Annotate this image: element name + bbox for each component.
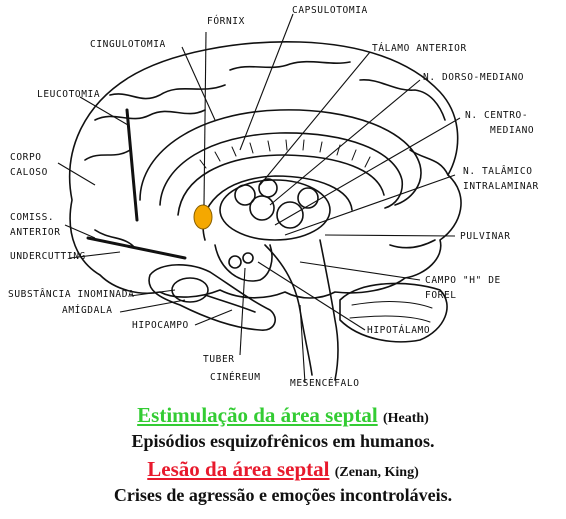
leader-lines (57, 13, 461, 384)
label-undercutting: UNDERCUTTING (10, 251, 86, 262)
label-leucotomia: LEUCOTOMIA (37, 89, 100, 100)
hypothalamus (214, 244, 273, 282)
label-hipocampo: HIPOCAMPO (132, 320, 189, 331)
label-campo-1: CAMPO "H" DE (425, 275, 501, 286)
label-n-dorso-mediano: N. DORSO-MEDIANO (423, 72, 524, 83)
caption-line-lesion: Lesão da área septal (Zenan, King) (0, 457, 566, 482)
label-mesencefalo: MESENCÉFALO (290, 377, 360, 389)
stimulation-title: Estimulação da área septal (137, 403, 378, 427)
leucotomy-tract (125, 108, 139, 222)
label-comiss-1: COMISS. (10, 212, 54, 223)
cerebellum (339, 282, 448, 343)
structure-labels: FÓRNIX CAPSULOTOMIA CINGULOTOMIA TÁLAMO … (8, 5, 539, 389)
septal-area-marker (193, 204, 213, 230)
caption-line-aggression: Crises de agressão e emoções incontroláv… (113, 485, 453, 505)
label-comiss-2: ANTERIOR (10, 227, 61, 238)
label-fornix: FÓRNIX (207, 15, 245, 27)
label-tuber-1: TUBER (203, 354, 235, 365)
label-corpo-caloso-1: CORPO (10, 152, 42, 163)
cingulate-gyrus (139, 109, 422, 206)
amygdala (171, 277, 209, 303)
thalamus (219, 179, 331, 241)
label-talamo-anterior: TÁLAMO ANTERIOR (372, 42, 467, 54)
label-substancia: SUBSTÂNCIA INOMINADA (8, 288, 134, 300)
label-campo-2: FOREL (425, 290, 457, 301)
temporal-lobe (148, 264, 276, 331)
lesion-title: Lesão da área septal (147, 457, 330, 481)
label-corpo-caloso-2: CALOSO (10, 167, 48, 178)
corpus-callosum-upper (159, 132, 404, 209)
cortex-outline (68, 40, 462, 299)
label-n-centro-mediano-1: N. CENTRO- (465, 110, 528, 121)
brainstem (264, 244, 313, 376)
stimulation-author: (Heath) (382, 411, 429, 426)
label-n-centro-mediano-2: MEDIANO (490, 125, 534, 136)
caption-line-schizophrenic: Episódios esquizofrênicos em humanos. (131, 431, 435, 451)
caption-line-stimulation: Estimulação da área septal (Heath) (0, 403, 566, 428)
label-cingulotomia: CINGULOTOMIA (90, 39, 166, 50)
lesion-author: (Zenan, King) (334, 465, 419, 480)
undercutting-tract (86, 236, 187, 260)
label-capsulotomia: CAPSULOTOMIA (292, 5, 368, 16)
label-tuber-2: CINÉREUM (210, 371, 261, 383)
brain-drawing (68, 40, 462, 381)
label-pulvinar: PULVINAR (460, 231, 511, 242)
label-hipotalamo: HIPOTÁLAMO (367, 324, 430, 336)
label-n-talamico-2: INTRALAMINAR (463, 181, 539, 192)
label-amigdala: AMÍGDALA (62, 304, 113, 316)
label-n-talamico-1: N. TALÂMICO (463, 165, 533, 177)
